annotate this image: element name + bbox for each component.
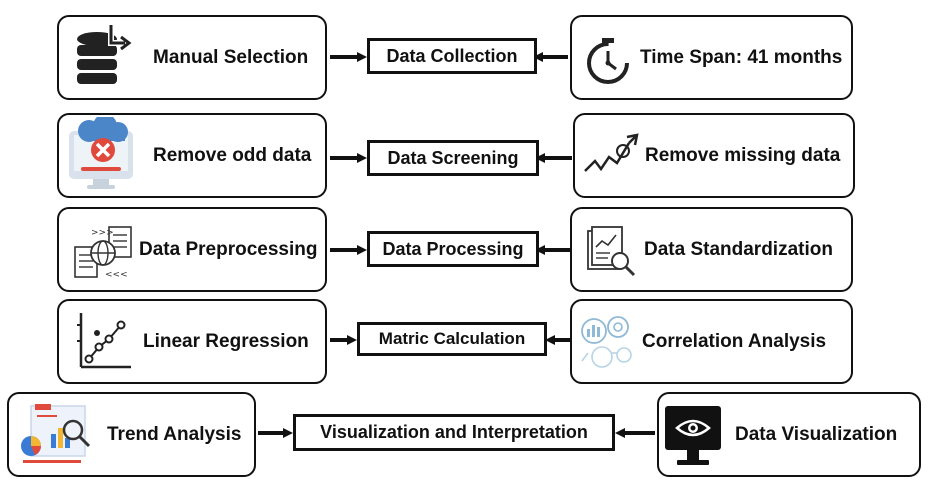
report-pie-chart-icon xyxy=(17,404,93,473)
scatter-plot-icon xyxy=(75,311,133,378)
box-label: Data Standardization xyxy=(644,238,833,260)
monitor-eye-icon xyxy=(663,404,723,473)
stopwatch-icon xyxy=(582,33,636,92)
box-label: Data Visualization xyxy=(735,423,898,445)
growth-chart-icon xyxy=(583,133,641,182)
box-label: Manual Selection xyxy=(153,46,309,68)
time-span-box: Time Span: 41 months xyxy=(570,15,853,100)
database-import-icon xyxy=(73,23,133,94)
analytics-bubbles-icon xyxy=(578,309,636,380)
data-visualization-box: Data Visualization xyxy=(657,392,921,477)
data-preprocessing-box: >>> <<< Data Preprocessing xyxy=(57,207,327,292)
data-standardization-box: Data Standardization xyxy=(570,207,853,292)
box-label: Correlation Analysis xyxy=(642,330,827,352)
box-label: Time Span: 41 months xyxy=(640,46,843,68)
box-label: Linear Regression xyxy=(143,330,309,352)
document-globe-icon: >>> <<< xyxy=(73,223,135,286)
box-label: Data Preprocessing xyxy=(139,238,318,260)
data-processing-box: Data Processing xyxy=(367,231,539,267)
linear-regression-box: Linear Regression xyxy=(57,299,327,384)
trend-analysis-box: Trend Analysis xyxy=(7,392,256,477)
cloud-error-monitor-icon xyxy=(63,114,141,200)
manual-selection-box: Manual Selection xyxy=(57,15,327,100)
svg-text:>>>: >>> xyxy=(91,228,114,238)
report-magnifier-icon xyxy=(584,225,638,284)
remove-odd-data-box: Remove odd data xyxy=(57,113,327,198)
box-label: Remove missing data xyxy=(645,144,841,166)
visualization-and-interpretation-box: Visualization and Interpretation xyxy=(293,414,615,451)
box-label: Trend Analysis xyxy=(107,423,242,445)
remove-missing-data-box: Remove missing data xyxy=(573,113,855,198)
box-label: Remove odd data xyxy=(153,144,312,166)
matric-calculation-box: Matric Calculation xyxy=(357,322,547,356)
data-screening-box: Data Screening xyxy=(367,140,539,176)
svg-text:<<<: <<< xyxy=(105,270,128,280)
data-collection-box: Data Collection xyxy=(367,38,537,74)
correlation-analysis-box: Correlation Analysis xyxy=(570,299,853,384)
